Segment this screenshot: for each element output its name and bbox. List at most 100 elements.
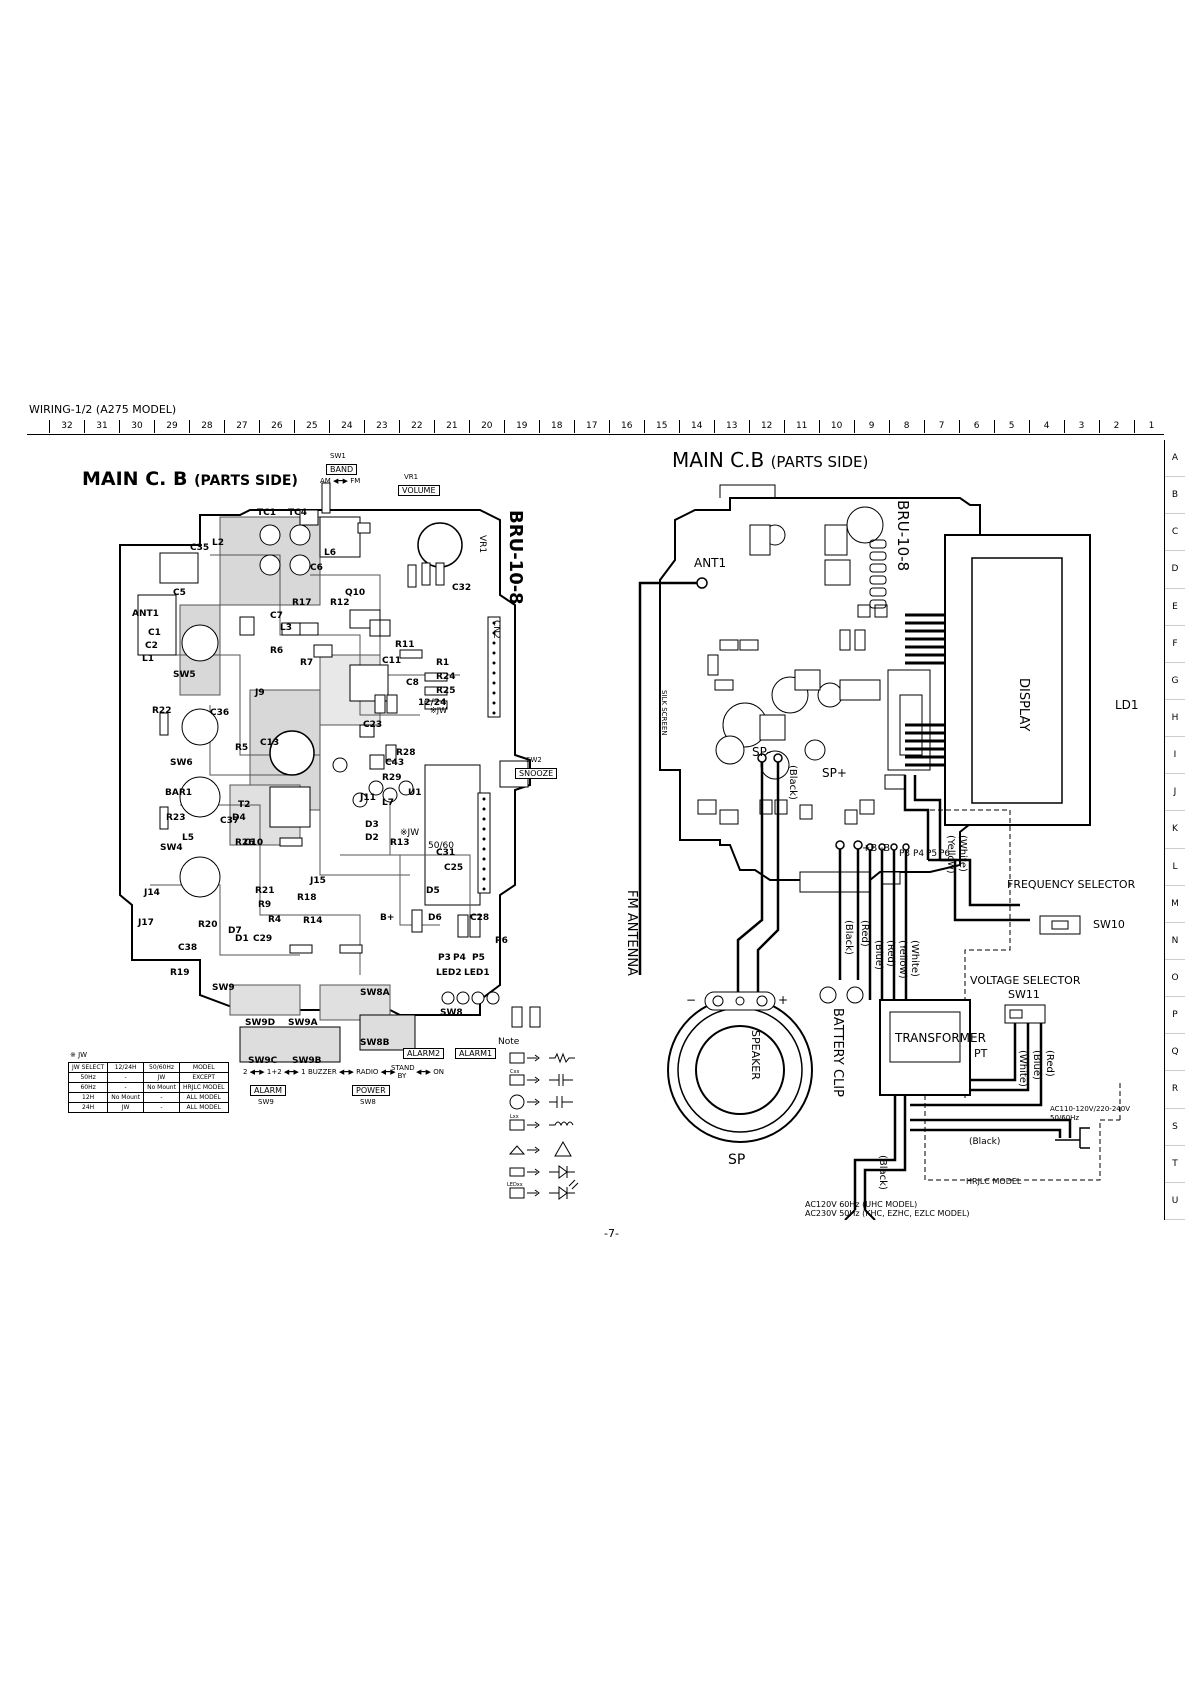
table-cell: ALL MODEL (178, 1102, 229, 1113)
row-index-cell: G (1165, 663, 1185, 700)
svg-text:R22: R22 (152, 706, 171, 716)
svg-text:D4: D4 (232, 813, 246, 823)
column-index-cell: 11 (783, 420, 819, 433)
band-switch[interactable]: BAND (326, 464, 358, 475)
column-index-cell: 15 (643, 420, 679, 433)
left-board-code: BRU-10-8 (505, 510, 526, 605)
svg-text:R23: R23 (166, 813, 185, 823)
table-cell: - (143, 1102, 180, 1113)
svg-text:R18: R18 (297, 893, 316, 903)
svg-text:D6: D6 (428, 913, 442, 923)
table-row: 60Hz - No Mount HRJLC MODEL (67, 1082, 229, 1093)
svg-text:C2: C2 (145, 641, 158, 651)
speaker-label: SPEAKER (749, 1030, 762, 1080)
svg-text:C23: C23 (363, 720, 382, 730)
snooze-button[interactable]: SNOOZE (515, 768, 558, 779)
jw-header-5060: 50/60Hz (143, 1062, 180, 1073)
row-index-cell: O (1165, 960, 1185, 998)
row-index-cell: J (1165, 774, 1185, 812)
column-index-cell: 27 (223, 420, 259, 433)
selector-wire-red: (Red) (1044, 1050, 1055, 1077)
hrjlc-model-label: HRJLC MODEL (966, 1177, 1022, 1186)
table-cell: 24H (67, 1102, 109, 1113)
note-cap-label: Cxx (510, 1069, 519, 1075)
battery-wire-black: (Black) (843, 920, 854, 955)
right-board-diagram: DISPLAY TRANSFORMER SPEAKER (624, 484, 1121, 1220)
alarm2-indicator: ALARM2 (403, 1048, 445, 1059)
svg-text:R13: R13 (390, 838, 409, 848)
table-cell: - (107, 1072, 145, 1083)
svg-text:R21: R21 (255, 886, 274, 896)
jw-header-select: JW SELECT (67, 1062, 109, 1073)
sw8-sequence: BUZZER ◀━▶ RADIO ◀━▶ (308, 1068, 396, 1076)
svg-text:R29: R29 (382, 773, 401, 783)
svg-text:SW9D: SW9D (245, 1018, 275, 1028)
column-index-cell: 24 (328, 420, 364, 433)
ac120-note: AC120V 60Hz (UHC MODEL) (805, 1200, 918, 1209)
svg-text:LED1: LED1 (464, 968, 490, 978)
svg-text:C5: C5 (173, 588, 186, 598)
svg-text:R20: R20 (198, 920, 217, 930)
svg-text:L6: L6 (324, 548, 336, 558)
table-cell: ALL MODEL (178, 1092, 229, 1103)
left-board-title-sub: (PARTS SIDE) (194, 473, 298, 489)
column-index-cell: 19 (503, 420, 539, 433)
jw-table-title: ※ JW (70, 1051, 88, 1059)
column-index-cell: 22 (398, 420, 434, 433)
sheet-title: WIRING-1/2 (A275 MODEL) (29, 403, 177, 416)
svg-text:SW4: SW4 (160, 843, 183, 853)
column-index-cell: 8 (888, 420, 924, 433)
svg-text:D3: D3 (365, 820, 379, 830)
svg-text:B+: B+ (380, 913, 394, 923)
sw9-sequence: 2 ◀━▶ 1+2 ◀━▶ 1 (243, 1068, 306, 1076)
column-index-cell: 12 (748, 420, 784, 433)
row-index-cell: F (1165, 626, 1185, 663)
row-index-cell: A (1165, 440, 1185, 478)
svg-text:P3: P3 (438, 953, 451, 963)
column-index-cell: 6 (958, 420, 994, 433)
svg-text:SW8B: SW8B (360, 1038, 390, 1048)
column-index-cell: 16 (608, 420, 644, 433)
svg-text:D1: D1 (235, 934, 249, 944)
transformer-wire-blue: (Blue) (873, 940, 884, 970)
svg-text:R14: R14 (303, 916, 322, 926)
svg-text:SW9A: SW9A (288, 1018, 318, 1028)
svg-text:TC4: TC4 (288, 508, 307, 518)
battery-wire-red: (Red) (859, 920, 870, 947)
svg-text:R4: R4 (268, 915, 281, 925)
jw-header-model: MODEL (178, 1062, 229, 1073)
speaker-minus: − (686, 993, 696, 1007)
selector-wire-blue: (Blue) (1031, 1050, 1042, 1080)
alarm1-indicator: ALARM1 (455, 1048, 497, 1059)
column-index-cell: 14 (678, 420, 714, 433)
svg-text:SW6: SW6 (170, 758, 193, 768)
svg-text:R7: R7 (300, 658, 313, 668)
svg-text:C1: C1 (148, 628, 161, 638)
svg-text:C43: C43 (385, 758, 404, 768)
frequency-selector-label: FREQUENCY SELECTOR (1007, 878, 1136, 891)
right-board-code: BRU-10-8 (894, 500, 912, 571)
svg-text:C28: C28 (470, 913, 489, 923)
svg-text:R24: R24 (436, 672, 455, 682)
selector-wire-white: (White) (1017, 1050, 1028, 1087)
jw-header-1224: 12/24H (107, 1062, 145, 1073)
label-c35: C35 (190, 543, 209, 553)
row-index-cell: L (1165, 849, 1185, 886)
note-legend: Cxx Lxx LEDxx (507, 1052, 579, 1200)
column-index-cell: 7 (923, 420, 959, 433)
svg-text:R26: R26 (235, 838, 254, 848)
row-index-cell: B (1165, 477, 1185, 515)
alarm-switch[interactable]: ALARM (250, 1085, 287, 1096)
right-board-title-main: MAIN C.B (672, 448, 765, 472)
sp-minus-label: SP- (752, 745, 771, 759)
volume-control[interactable]: VOLUME (398, 485, 440, 496)
svg-text:ANT1: ANT1 (132, 609, 159, 619)
on-label: ◀━▶ ON (416, 1068, 444, 1076)
battery-clip-label: BATTERY CLIP (830, 1008, 845, 1097)
row-index-cell: K (1165, 811, 1185, 849)
svg-text:SW9C: SW9C (248, 1056, 278, 1066)
table-cell: No Mount (143, 1082, 180, 1093)
ac-note-1: AC110-120V/220-240V (1050, 1105, 1130, 1113)
svg-text:L3: L3 (280, 623, 292, 633)
power-switch[interactable]: POWER (352, 1085, 390, 1096)
